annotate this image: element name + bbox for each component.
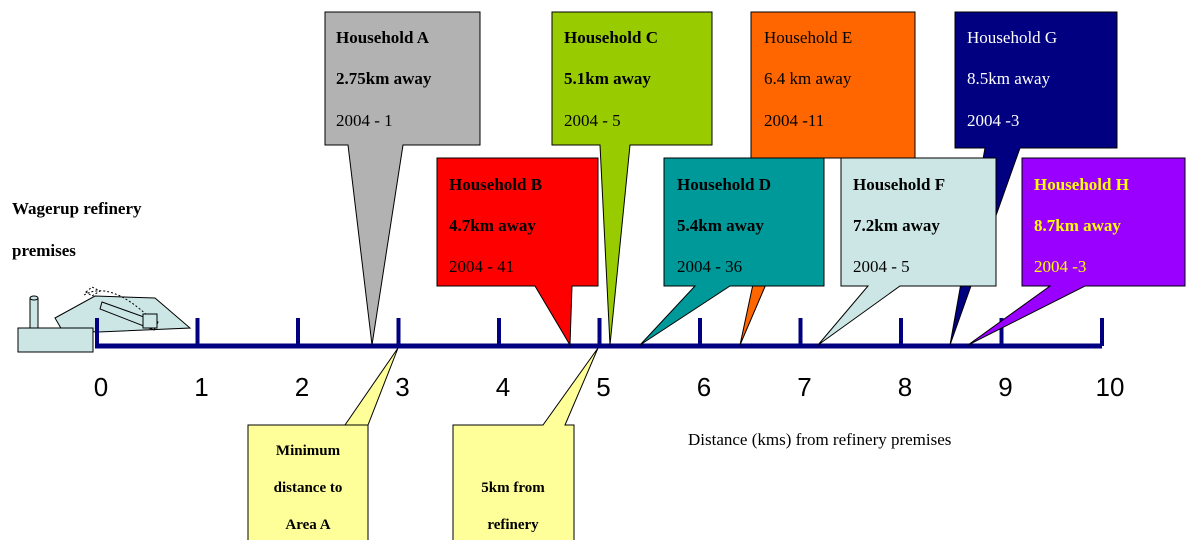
axis-tick-label-3: 3	[395, 372, 409, 402]
axis-tick-label-6: 6	[697, 372, 711, 402]
household-g-name: Household G	[967, 28, 1057, 47]
household-g-distance: 8.5km away	[967, 69, 1051, 88]
household-f-name: Household F	[853, 175, 945, 194]
note-area-a-line1: Minimum	[276, 443, 341, 459]
household-f-distance: 7.2km away	[853, 216, 940, 235]
axis-tick-label-8: 8	[898, 372, 912, 402]
note-area-a: Minimum distance to Area A	[247, 347, 399, 540]
axis-tick-label-4: 4	[496, 372, 510, 402]
callout-household-g: Household G 8.5km away 2004 -3	[949, 11, 1118, 346]
household-b-name: Household B	[449, 175, 542, 194]
callout-household-c: Household C 5.1km away 2004 - 5	[551, 11, 713, 346]
household-a-distance: 2.75km away	[336, 69, 432, 88]
household-c-name: Household C	[564, 28, 658, 47]
note-five-km: 5km from refinery	[452, 347, 599, 540]
callout-household-a-box	[324, 11, 481, 346]
household-c-distance: 5.1km away	[564, 69, 651, 88]
household-h-distance: 8.7km away	[1034, 216, 1121, 235]
axis-tick-label-0: 0	[94, 372, 108, 402]
callout-household-b-box	[436, 157, 599, 347]
site-label-line1: Wagerup refinery	[12, 199, 142, 218]
household-d-record: 2004 - 36	[677, 257, 742, 276]
household-e-distance: 6.4 km away	[764, 69, 852, 88]
household-b-distance: 4.7km away	[449, 216, 536, 235]
note-area-a-line3: Area A	[285, 517, 330, 533]
household-h-name: Household H	[1034, 175, 1129, 194]
household-c-record: 2004 - 5	[564, 111, 621, 130]
note-area-a-box	[247, 347, 399, 540]
note-five-km-line2: refinery	[487, 517, 539, 533]
household-a-name: Household A	[336, 28, 430, 47]
household-e-name: Household E	[764, 28, 852, 47]
household-g-record: 2004 -3	[967, 111, 1019, 130]
note-area-a-line2: distance to	[274, 480, 343, 496]
axis-tick-label-2: 2	[295, 372, 309, 402]
household-d-name: Household D	[677, 175, 771, 194]
axis-tick-label-10: 10	[1096, 372, 1125, 402]
household-d-distance: 5.4km away	[677, 216, 764, 235]
callout-household-a: Household A 2.75km away 2004 - 1	[324, 11, 481, 346]
callout-household-h-box	[967, 157, 1186, 346]
household-h-record: 2004 -3	[1034, 257, 1086, 276]
household-e-record: 2004 -11	[764, 111, 824, 130]
refinery-icon	[17, 286, 192, 353]
callout-household-h: Household H 8.7km away 2004 -3	[967, 157, 1186, 346]
callout-household-f: Household F 7.2km away 2004 - 5	[817, 157, 997, 346]
note-five-km-line1: 5km from	[481, 480, 545, 496]
axis-tick-label-9: 9	[998, 372, 1012, 402]
callout-household-d-box	[639, 157, 825, 346]
axis-tick-label-7: 7	[797, 372, 811, 402]
callout-household-c-box	[551, 11, 713, 346]
axis-ticks	[95, 318, 1104, 346]
axis-title: Distance (kms) from refinery premises	[688, 430, 951, 449]
axis-tick-label-1: 1	[194, 372, 208, 402]
household-b-record: 2004 - 41	[449, 257, 514, 276]
callout-household-b: Household B 4.7km away 2004 - 41	[436, 157, 599, 347]
household-f-record: 2004 - 5	[853, 257, 910, 276]
site-label-line2: premises	[12, 241, 76, 260]
callout-household-d: Household D 5.4km away 2004 - 36	[639, 157, 825, 346]
axis-tick-label-5: 5	[596, 372, 610, 402]
note-five-km-box	[452, 347, 599, 540]
household-a-record: 2004 - 1	[336, 111, 393, 130]
callout-household-f-box	[817, 157, 997, 346]
axis-tick-labels: 0 1 2 3 4 5 6 7 8 9 10	[94, 372, 1125, 402]
